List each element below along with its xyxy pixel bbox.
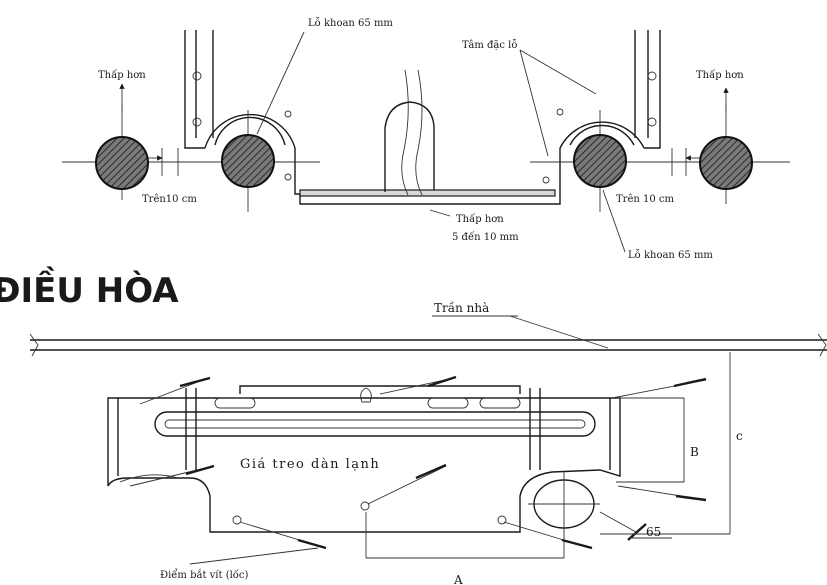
- label-hole-center: Tâm đặc lỗ: [462, 39, 517, 51]
- left-dimension-marker: [148, 148, 179, 176]
- left-outer-hole: [62, 83, 186, 200]
- label-bracket: Giá treo dàn lạnh: [240, 457, 380, 472]
- label-above-left: Trên10 cm: [142, 194, 197, 205]
- bracket-body: [107, 385, 621, 533]
- label-ceiling: Trần nhà: [434, 300, 489, 315]
- label-lower-left: Thấp hơn: [98, 70, 146, 81]
- left-bracket-frame: [184, 30, 300, 195]
- right-bracket-frame: [542, 30, 661, 194]
- ceiling: [29, 315, 827, 357]
- label-lower-right: Thấp hơn: [696, 70, 744, 81]
- right-pipe-hole: [530, 110, 668, 253]
- label-dimension-c: c: [736, 429, 743, 443]
- label-drill-hole-bottom: Lỗ khoan 65 mm: [628, 249, 713, 261]
- label-drill-hole-top: Lỗ khoan 65 mm: [308, 17, 393, 29]
- label-lower-range-2: 5 đến 10 mm: [452, 232, 519, 243]
- heading-text: ĐIỀU HÒA: [0, 266, 179, 311]
- bracket-pipe-hole: [528, 472, 647, 541]
- partial-heading: ĐIỀU HÒA: [0, 266, 179, 311]
- label-diameter: 65: [646, 525, 661, 539]
- label-screw-point: Điểm bắt vít (lốc): [160, 569, 249, 581]
- label-above-right: Trên 10 cm: [616, 194, 674, 205]
- top-view: Lỗ khoan 65 mm Tâm đặc lỗ Thấp hơn Thấp …: [62, 17, 790, 261]
- center-tray: [299, 69, 561, 205]
- bottom-view: Trần nhà Giá treo dàn lạnh B c A 65 Điểm…: [29, 300, 827, 585]
- screws: [129, 375, 707, 550]
- lower-range-leader: [429, 209, 451, 217]
- left-pipe-hole: [175, 31, 320, 212]
- label-dimension-b: B: [690, 445, 699, 459]
- label-dimension-a: A: [453, 573, 463, 585]
- dimension-lines: [189, 352, 731, 565]
- hole-center-leaders: [519, 49, 597, 157]
- right-outer-hole: [668, 87, 790, 204]
- label-lower-range-1: Thấp hơn: [456, 214, 504, 225]
